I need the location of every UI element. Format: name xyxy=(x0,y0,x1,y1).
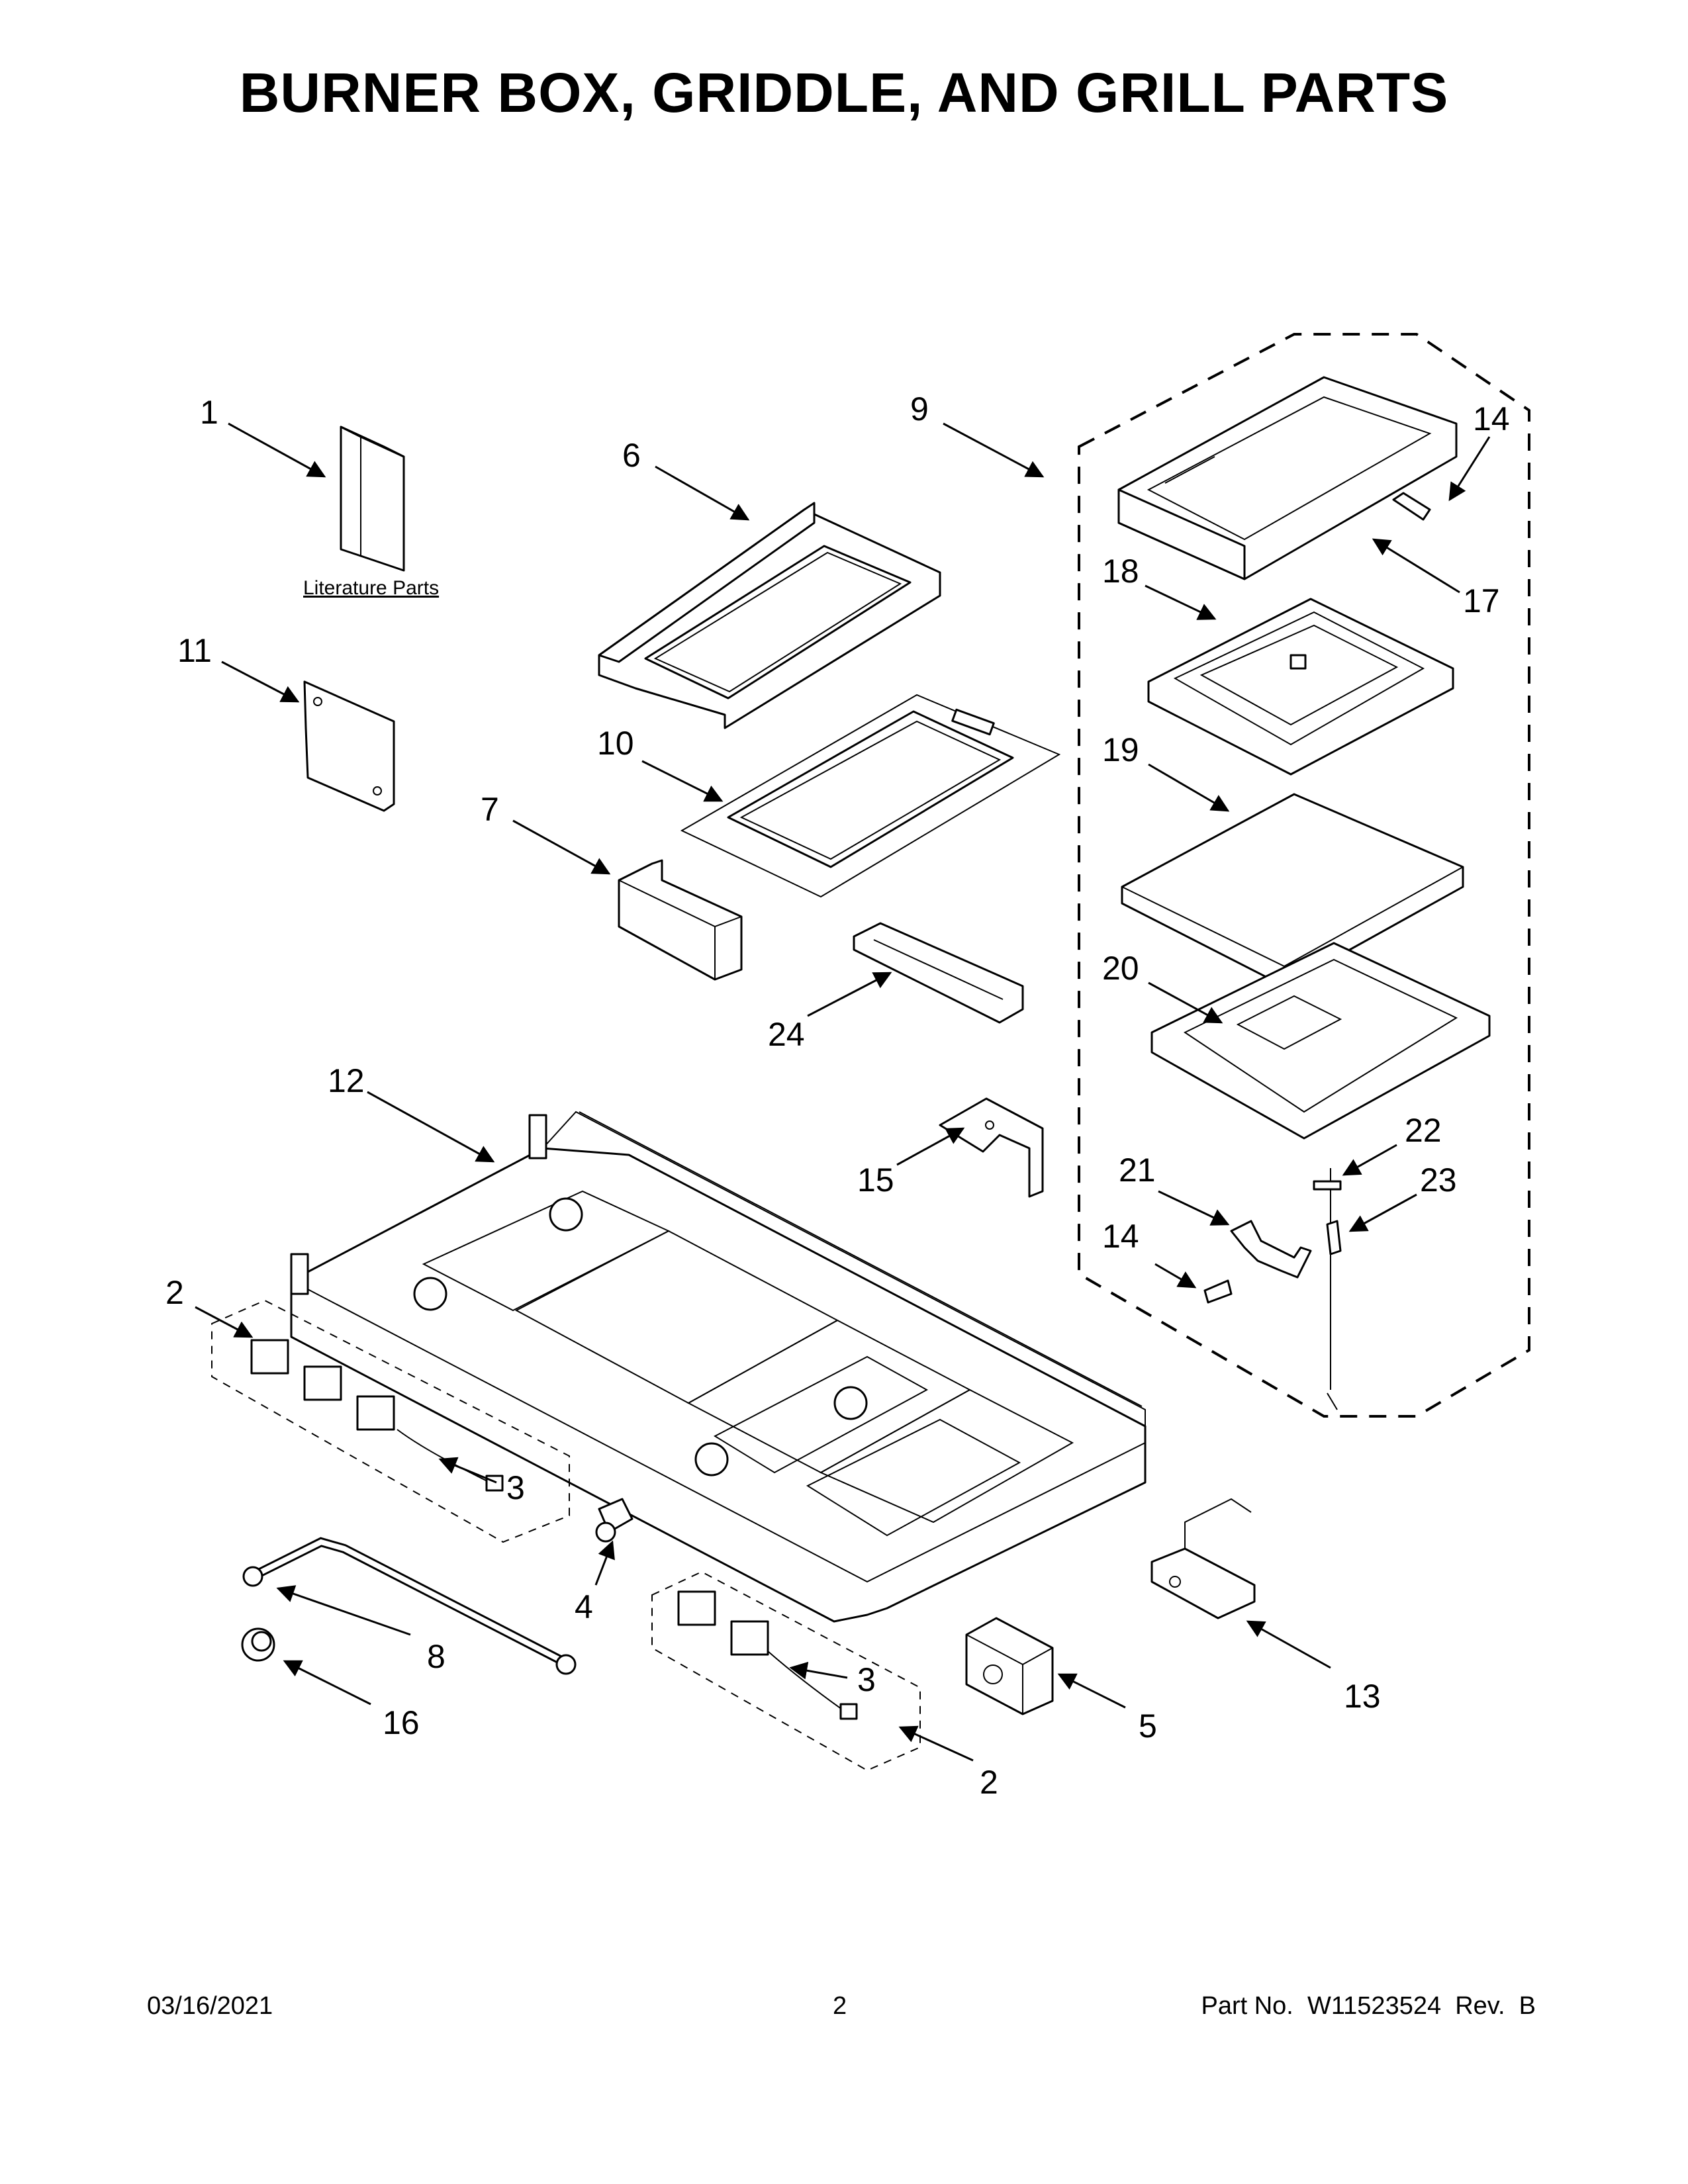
callout-8: 8 xyxy=(427,1638,445,1675)
insulation-pad xyxy=(1121,763,1464,987)
footer-page-number: 2 xyxy=(833,1992,847,2020)
callout-3-left: 3 xyxy=(506,1469,525,1506)
drip-pan xyxy=(641,694,1061,898)
screw-top xyxy=(1392,436,1491,521)
callout-2-right: 2 xyxy=(980,1764,998,1801)
callout-2-left: 2 xyxy=(165,1274,184,1311)
callout-13: 13 xyxy=(1344,1678,1381,1715)
callout-3-right: 3 xyxy=(857,1661,876,1698)
footer-part-number: Part No. W11523524 Rev. B xyxy=(1201,1992,1536,2020)
callout-21: 21 xyxy=(1119,1152,1156,1189)
burner-box xyxy=(290,1091,1147,1623)
footer-date: 03/16/2021 xyxy=(147,1992,273,2020)
valve-assembly-left xyxy=(195,1299,570,1543)
callout-10: 10 xyxy=(597,725,634,762)
bracket-plate xyxy=(221,660,395,812)
burner-heads xyxy=(413,1197,868,1477)
callout-11: 11 xyxy=(177,632,212,669)
literature-parts-label: Literature Parts xyxy=(303,577,439,599)
callout-5: 5 xyxy=(1139,1707,1157,1745)
callout-19: 19 xyxy=(1102,731,1139,768)
heating-element-frame xyxy=(1145,584,1454,776)
temperature-sensor xyxy=(1313,1144,1397,1410)
screw-bottom xyxy=(1154,1263,1233,1304)
callout-17: 17 xyxy=(1463,582,1500,619)
callout-16: 16 xyxy=(383,1704,420,1741)
pipe-fitting xyxy=(241,1627,371,1706)
callout-14-top: 14 xyxy=(1473,400,1510,437)
callout-22: 22 xyxy=(1405,1112,1442,1149)
griddle-tray xyxy=(598,465,941,729)
callout-9: 9 xyxy=(910,390,929,428)
sensor-screw xyxy=(1326,1193,1417,1255)
callout-24: 24 xyxy=(768,1016,805,1053)
literature-booklet xyxy=(228,422,405,572)
callout-6: 6 xyxy=(622,437,641,474)
gas-manifold-pipe xyxy=(242,1537,577,1675)
griddle-kit-leader xyxy=(943,422,1045,478)
gas-regulator xyxy=(965,1617,1126,1715)
callout-4: 4 xyxy=(575,1588,593,1625)
gas-inlet-fitting xyxy=(594,1498,633,1586)
griddle-kit-boundary xyxy=(1078,333,1530,1418)
element-pan xyxy=(1148,942,1491,1140)
callout-18: 18 xyxy=(1102,553,1139,590)
valve-assembly-right xyxy=(651,1570,974,1772)
sensor-clip xyxy=(1158,1190,1312,1279)
grease-trough xyxy=(807,922,1024,1024)
callout-20: 20 xyxy=(1102,950,1139,987)
callout-12: 12 xyxy=(328,1062,365,1099)
callout-7: 7 xyxy=(481,791,499,828)
callout-23: 23 xyxy=(1420,1161,1457,1199)
callout-15: 15 xyxy=(857,1161,894,1199)
page-title: BURNER BOX, GRIDDLE, AND GRILL PARTS xyxy=(239,62,1449,124)
griddle-plate xyxy=(1117,376,1460,594)
support-bracket xyxy=(1150,1498,1331,1669)
mounting-bracket xyxy=(896,1097,1044,1198)
burner-bracket xyxy=(512,819,743,981)
callout-1: 1 xyxy=(200,394,218,431)
callout-14-bottom: 14 xyxy=(1102,1218,1139,1255)
